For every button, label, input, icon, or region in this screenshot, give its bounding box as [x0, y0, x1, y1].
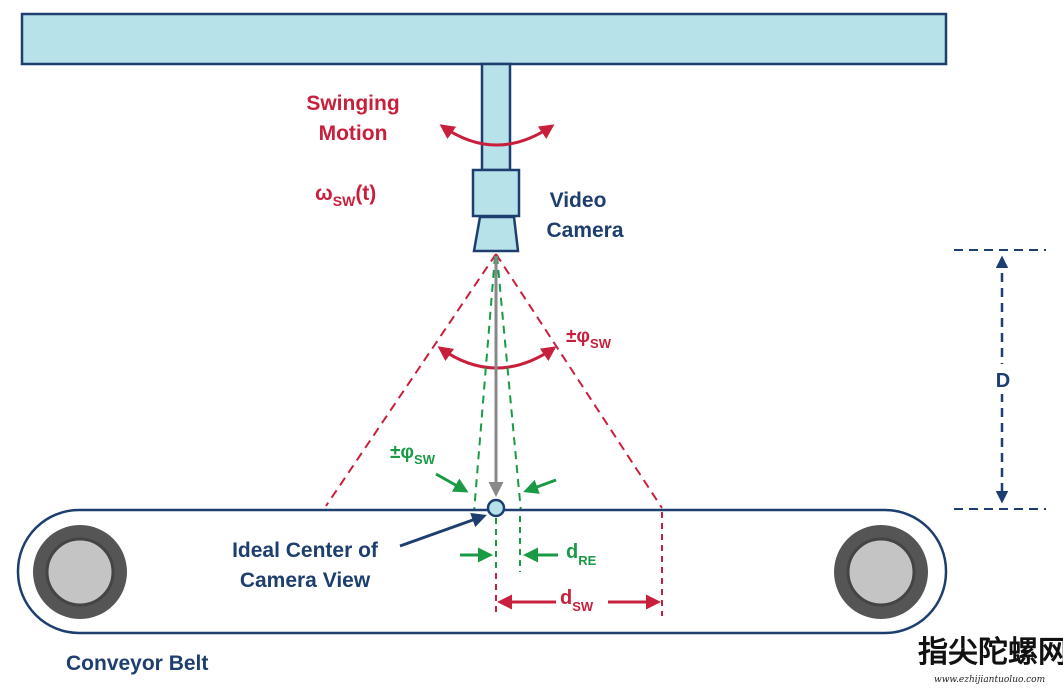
error-angle-arrow-right	[523, 478, 557, 494]
camera-body	[471, 168, 521, 218]
error-fov-line-left	[473, 255, 496, 513]
ideal-center-point	[486, 498, 506, 518]
swing-fov-line-right	[495, 253, 663, 509]
d-sw-label: dSW	[560, 587, 594, 614]
conveyor-belt	[16, 508, 948, 635]
angular-velocity-label: ωSW(t)	[315, 182, 376, 209]
camera-mount-pole	[480, 62, 512, 172]
d-re-subscript: RE	[578, 553, 596, 568]
swing-angle-symbol: ±φ	[566, 326, 590, 347]
swing-angle-subscript: SW	[590, 336, 612, 351]
distance-d-label: D	[996, 370, 1010, 392]
d-sw-subscript: SW	[572, 599, 594, 614]
swing-angle-label: ±φSW	[566, 326, 612, 351]
d-re-main: d	[566, 541, 578, 563]
swinging-motion-label-line2: Motion	[319, 122, 388, 145]
ideal-center-pointer-arrow	[399, 512, 487, 548]
error-fov-line-right	[496, 255, 522, 513]
omega-suffix: (t)	[355, 182, 376, 205]
swinging-motion-label-line1: Swinging	[306, 92, 399, 115]
ceiling-beam	[20, 12, 948, 66]
left-roller-inner	[54, 546, 106, 598]
conveyor-belt-label: Conveyor Belt	[66, 652, 208, 675]
ideal-center-label-line2: Camera View	[240, 569, 371, 592]
ideal-center-label-line1: Ideal Center of	[232, 539, 379, 562]
camera-lens	[472, 215, 520, 253]
omega-subscript: SW	[333, 193, 356, 209]
swinging-motion-arc	[439, 124, 555, 147]
watermark-url: www.ezhijiantuoluo.com	[934, 675, 1045, 685]
d-sw-main: d	[560, 587, 572, 609]
watermark-text: 指尖陀螺网	[918, 635, 1063, 670]
video-camera-label-line2: Camera	[546, 219, 623, 242]
omega-symbol: ω	[315, 182, 333, 205]
d-re-label: dRE	[566, 541, 597, 568]
swing-fov-line-left	[325, 253, 497, 507]
video-camera-label-line1: Video	[550, 189, 607, 212]
right-roller-inner	[855, 546, 907, 598]
error-angle-label: ±φSW	[390, 442, 436, 467]
error-angle-arrow-left	[435, 472, 469, 493]
error-angle-subscript: SW	[414, 452, 436, 467]
error-angle-symbol: ±φ	[390, 442, 414, 463]
distance-label-bg	[988, 364, 1016, 394]
